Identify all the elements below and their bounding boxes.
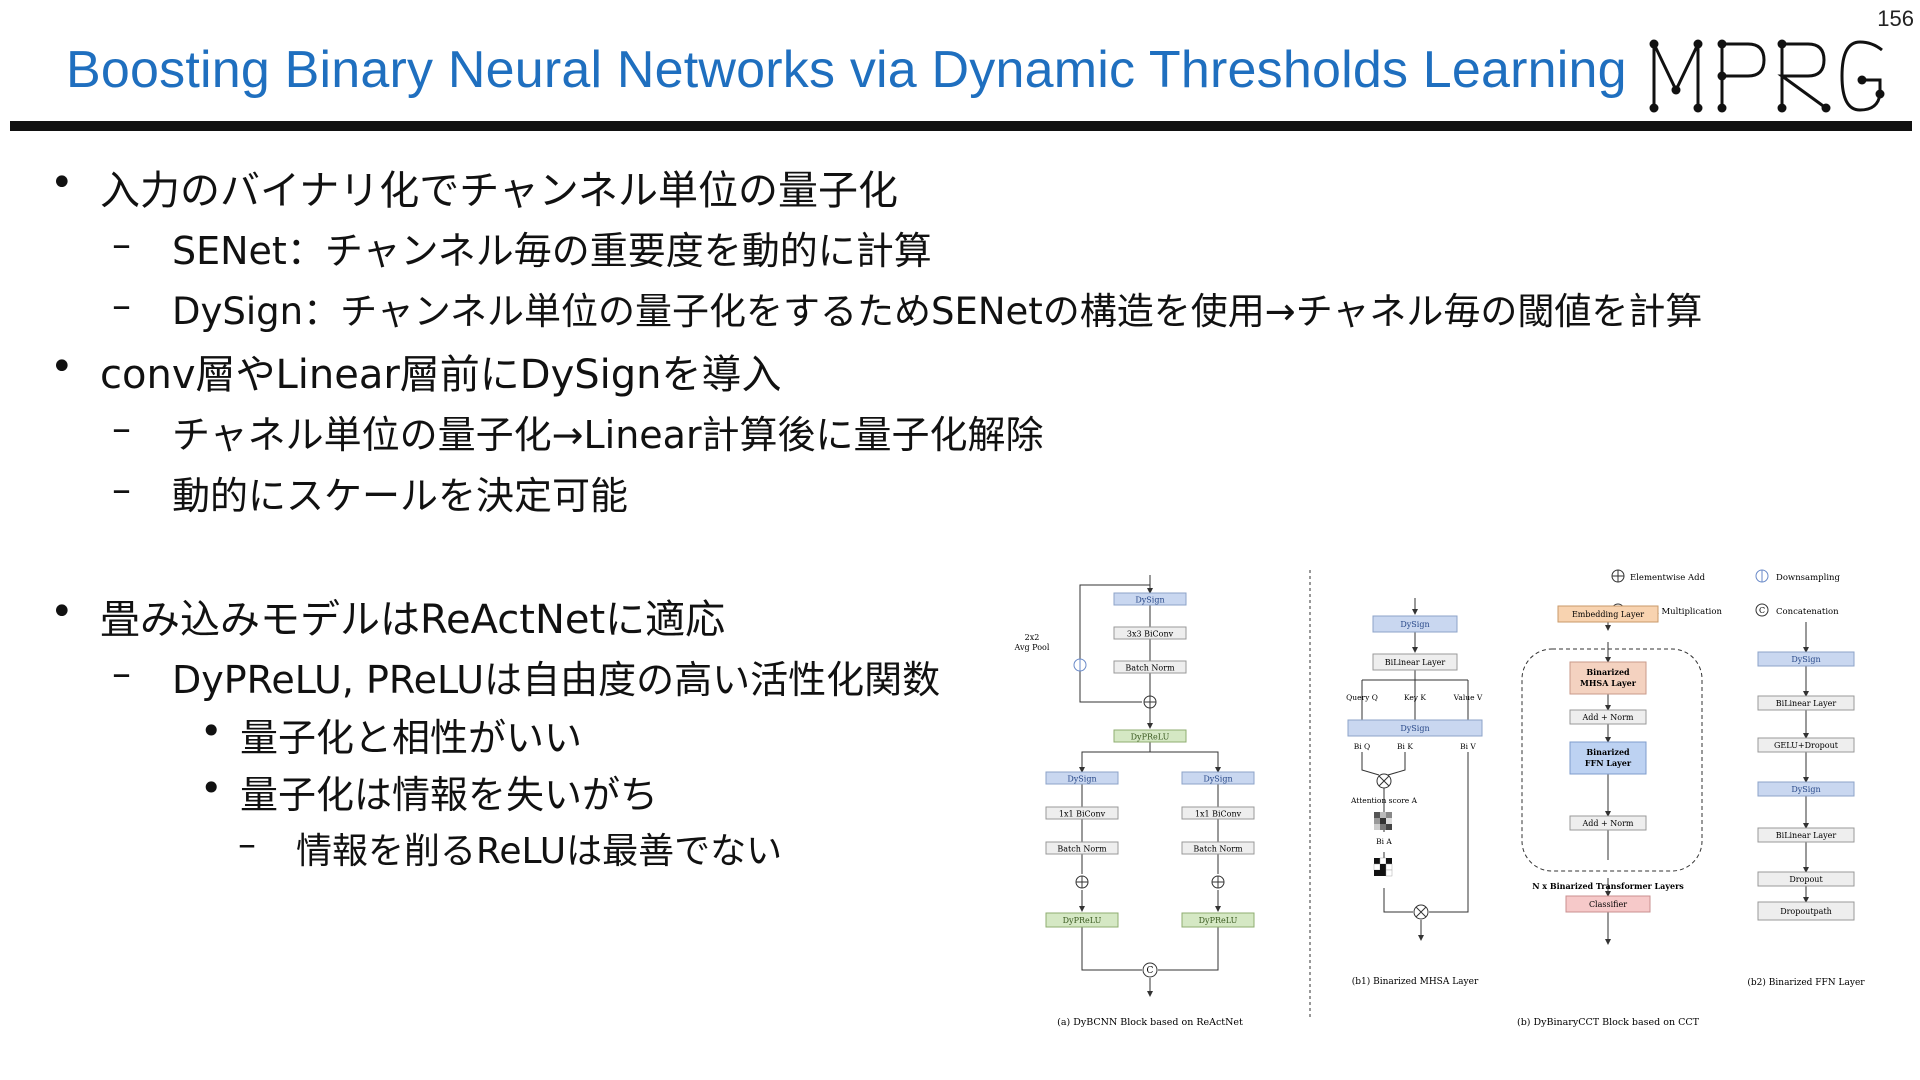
dash-marker: – bbox=[112, 406, 131, 450]
bullet-marker: • bbox=[200, 709, 223, 753]
attention-label: Attention score A bbox=[1350, 796, 1418, 805]
biq-label: Bi Q bbox=[1354, 742, 1370, 751]
bullet-text: conv層やLinear層前にDySignを導入 bbox=[100, 352, 782, 398]
block-a-conv3: 3x3 BiConv bbox=[1113, 626, 1187, 640]
dash-marker: – bbox=[112, 651, 131, 695]
dyprelu-label: DyPReLU bbox=[1199, 916, 1238, 925]
legend-matmul: Matrix Multiplication bbox=[1630, 607, 1722, 617]
conv3-label: 3x3 BiConv bbox=[1127, 630, 1174, 639]
dysign-label: DySign bbox=[1067, 775, 1096, 784]
bullet-text: 量子化と相性がいい bbox=[240, 716, 583, 760]
bullet-marker: • bbox=[50, 344, 74, 390]
legend-downsampling: Downsampling bbox=[1776, 573, 1841, 583]
svg-text:C: C bbox=[1759, 606, 1765, 615]
bilinear-label: BiLinear Layer bbox=[1776, 831, 1837, 840]
block-b1: DySign BiLinear Layer Query Q Key K Valu… bbox=[1346, 615, 1483, 987]
mprg-logo bbox=[1648, 34, 1888, 114]
avg-pool-label-1: 2x2 bbox=[1025, 633, 1040, 642]
bullet-text: 入力のバイナリ化でチャンネル単位の量子化 bbox=[100, 168, 898, 214]
mhsa-label-1: Binarized bbox=[1586, 667, 1630, 677]
title-underline bbox=[10, 121, 1912, 131]
dysign-label: DySign bbox=[1791, 785, 1820, 794]
ffn-label-1: Binarized bbox=[1586, 747, 1630, 757]
bullet-marker: • bbox=[50, 589, 74, 635]
classifier-label: Classifier bbox=[1589, 900, 1627, 909]
block-b2: DySign BiLinear Layer GELU+Dropout DySig… bbox=[1747, 651, 1865, 988]
embed-label: Embedding Layer bbox=[1572, 610, 1644, 619]
nx-label: N x Binarized Transformer Layers bbox=[1532, 881, 1684, 891]
block-b: Embedding Layer Binarized MHSA Layer Add… bbox=[1517, 605, 1700, 1028]
architecture-figure: DySign 3x3 BiConv Batch Norm 2x2 Avg Poo… bbox=[1010, 560, 1910, 1040]
bullet-text: DyPReLU, PReLUは自由度の高い活性化関数 bbox=[172, 658, 941, 702]
block-a-dysign: DySign bbox=[1113, 592, 1187, 606]
dysign-label: DySign bbox=[1400, 620, 1429, 629]
svg-text:C: C bbox=[1147, 966, 1154, 976]
addnorm-label: Add + Norm bbox=[1581, 819, 1633, 828]
dysign-label: DySign bbox=[1400, 724, 1429, 733]
dysign-label: DySign bbox=[1203, 775, 1232, 784]
dash-marker: – bbox=[112, 283, 131, 327]
caption-a: (a) DyBCNN Block based on ReActNet bbox=[1057, 1017, 1243, 1028]
bullet-marker: • bbox=[50, 160, 74, 206]
dysign-label: DySign bbox=[1135, 596, 1164, 605]
bullet-text: SENet：チャンネル毎の重要度を動的に計算 bbox=[172, 229, 932, 273]
page-number: 156 bbox=[1877, 6, 1914, 31]
block-a-dyprelu: DyPReLU bbox=[1113, 729, 1187, 743]
dysign-label: DySign bbox=[1791, 655, 1820, 664]
value-label: Value V bbox=[1453, 693, 1483, 702]
gelu-label: GELU+Dropout bbox=[1774, 741, 1839, 750]
bullet-text: 畳み込みモデルはReActNetに適応 bbox=[100, 597, 726, 643]
droppath-label: Dropoutpath bbox=[1780, 907, 1832, 916]
biv-label: Bi V bbox=[1460, 742, 1476, 751]
mhsa-label-2: MHSA Layer bbox=[1580, 678, 1637, 688]
bn-label: Batch Norm bbox=[1125, 664, 1175, 673]
bullet-marker: • bbox=[200, 766, 223, 810]
legend-add: Elementwise Add bbox=[1630, 573, 1706, 583]
avg-pool-label-2: Avg Pool bbox=[1014, 643, 1050, 652]
bik-label: Bi K bbox=[1397, 742, 1413, 751]
bullet-text: 動的にスケールを決定可能 bbox=[172, 474, 629, 518]
bullet-text: チャネル単位の量子化→Linear計算後に量子化解除 bbox=[172, 413, 1044, 457]
bn-label: Batch Norm bbox=[1057, 845, 1107, 854]
bia-label: Bi A bbox=[1376, 837, 1392, 846]
key-label: Key K bbox=[1404, 693, 1426, 702]
bullet-text: 量子化は情報を失いがち bbox=[240, 773, 659, 817]
attention-matrix bbox=[1374, 812, 1392, 830]
conv1-label: 1x1 BiConv bbox=[1195, 810, 1242, 819]
bn-label: Batch Norm bbox=[1193, 845, 1243, 854]
binary-attention-matrix bbox=[1373, 857, 1393, 877]
caption-b: (b) DyBinaryCCT Block based on CCT bbox=[1517, 1017, 1700, 1028]
dyprelu-label: DyPReLU bbox=[1063, 916, 1102, 925]
concat-icon bbox=[1142, 962, 1158, 978]
block-a-right-branch: DySign 1x1 BiConv Batch Norm DyPReLU bbox=[1181, 771, 1255, 928]
block-a-left-branch: DySign 1x1 BiConv Batch Norm DyPReLU bbox=[1045, 771, 1119, 928]
caption-b2: (b2) Binarized FFN Layer bbox=[1747, 977, 1865, 988]
conv1-label: 1x1 BiConv bbox=[1059, 810, 1106, 819]
dash-marker: – bbox=[112, 467, 131, 511]
legend-concat: Concatenation bbox=[1776, 607, 1839, 617]
bilinear-label: BiLinear Layer bbox=[1776, 699, 1837, 708]
dyprelu-label: DyPReLU bbox=[1131, 733, 1170, 742]
slide-title: Boosting Binary Neural Networks via Dyna… bbox=[66, 41, 1627, 99]
caption-b1: (b1) Binarized MHSA Layer bbox=[1352, 976, 1479, 987]
block-a-bn: Batch Norm bbox=[1113, 660, 1187, 674]
bilinear-label: BiLinear Layer bbox=[1385, 658, 1446, 667]
bullet-text: DySign：チャンネル単位の量子化をするためSENetの構造を使用→チャネル毎… bbox=[172, 290, 1703, 333]
dash-marker: – bbox=[112, 222, 131, 266]
dropout-label: Dropout bbox=[1789, 875, 1823, 884]
ffn-label-2: FFN Layer bbox=[1585, 758, 1632, 768]
dash-marker: – bbox=[238, 824, 256, 865]
bullet-text: 情報を削るReLUは最善でない bbox=[296, 831, 783, 872]
addnorm-label: Add + Norm bbox=[1581, 713, 1633, 722]
query-label: Query Q bbox=[1346, 693, 1378, 702]
